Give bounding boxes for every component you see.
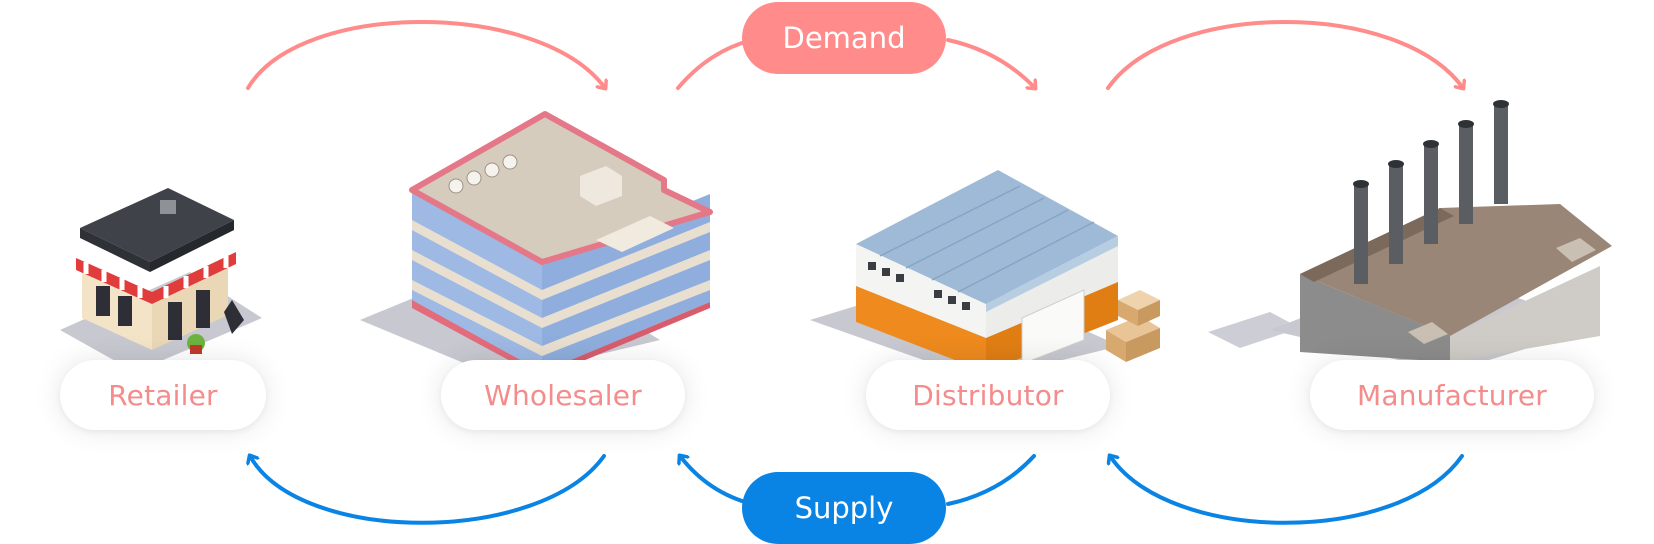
warehouse-icon — [810, 170, 1160, 380]
stage-label-text: Wholesaler — [484, 378, 642, 412]
supply-arrow-2 — [946, 454, 1036, 506]
demand-arrow-2 — [676, 38, 754, 90]
supply-arrow-3 — [1110, 456, 1464, 525]
supply-arrow-2b — [680, 456, 754, 506]
stage-label-distributor: Distributor — [866, 360, 1110, 430]
demand-arrows — [246, 20, 1463, 90]
office-building-icon — [360, 111, 713, 378]
stage-label-wholesaler: Wholesaler — [441, 360, 685, 430]
stage-label-manufacturer: Manufacturer — [1310, 360, 1594, 430]
retail-store-icon — [60, 188, 262, 372]
demand-badge-label: Demand — [782, 21, 906, 55]
demand-arrow-3 — [1106, 20, 1463, 88]
supply-badge: Supply — [742, 472, 946, 544]
supply-arrow-1 — [250, 456, 606, 525]
factory-icon — [1270, 100, 1612, 372]
demand-badge: Demand — [742, 2, 946, 74]
stage-label-text: Manufacturer — [1357, 378, 1547, 412]
stage-label-retailer: Retailer — [60, 360, 266, 430]
demand-arrow-1 — [246, 20, 605, 88]
stage-label-text: Distributor — [912, 378, 1064, 412]
supply-badge-label: Supply — [794, 491, 894, 525]
ground-shadows — [1208, 312, 1300, 348]
stage-label-text: Retailer — [108, 378, 218, 412]
demand-arrow-2b — [946, 38, 1035, 88]
